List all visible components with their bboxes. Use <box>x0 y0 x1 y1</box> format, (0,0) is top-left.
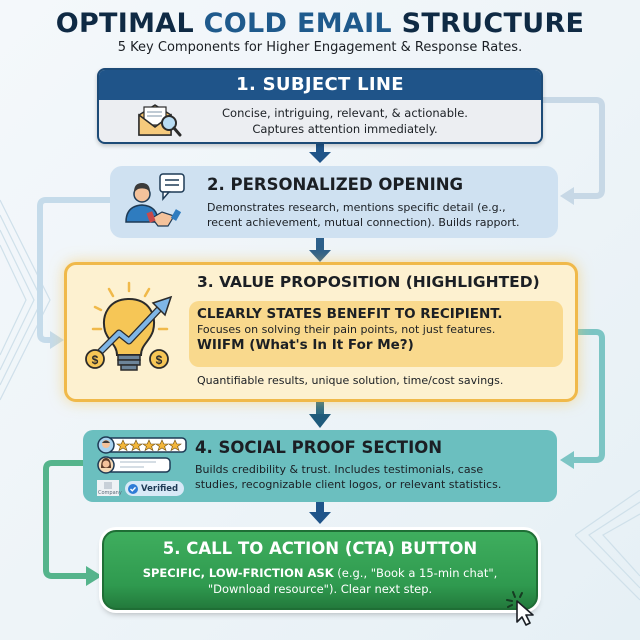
svg-text:$: $ <box>92 353 99 367</box>
step-title: 3. VALUE PROPOSITION (HIGHLIGHTED) <box>197 273 540 291</box>
step-call-to-action-button[interactable]: 5. CALL TO ACTION (CTA) BUTTON SPECIFIC,… <box>102 530 538 610</box>
step-description-line1: Demonstrates research, mentions specific… <box>207 201 506 214</box>
step-footer: Quantifiable results, unique solution, t… <box>197 374 504 387</box>
envelope-magnifier-icon <box>138 104 182 137</box>
person-handshake-chat-icon <box>125 173 185 227</box>
step-description-line1: SPECIFIC, LOW-FRICTION ASK (e.g., "Book … <box>142 566 498 580</box>
step-title: 4. SOCIAL PROOF SECTION <box>195 438 443 457</box>
step-description-line1: Concise, intriguing, relevant, & actiona… <box>222 106 468 120</box>
step-subject-line: 1. SUBJECT LINE Concise, intriguing, rel… <box>97 68 543 144</box>
highlight-text: Focuses on solving their pain points, no… <box>197 323 496 336</box>
value-highlight-panel: CLEARLY STATES BENEFIT TO RECIPIENT. Foc… <box>189 301 563 367</box>
step-social-proof: Company Verified 4. SOCIAL PROOF SECTION… <box>83 430 557 502</box>
badge-verified: Verified <box>125 481 185 496</box>
title-accent: COLD EMAIL <box>203 8 392 39</box>
step-personalized-opening: 2. PERSONALIZED OPENING Demonstrates res… <box>110 166 558 238</box>
lightbulb-growth-dollar-icon: $ $ <box>85 281 173 371</box>
step-description-line2: "Download resource"). Clear next step. <box>207 582 433 596</box>
page-title: OPTIMAL COLD EMAIL STRUCTURE <box>55 8 585 39</box>
step-title: 5. CALL TO ACTION (CTA) BUTTON <box>162 539 478 558</box>
step-description-line1: Builds credibility & trust. Includes tes… <box>195 463 484 476</box>
check-circle-icon <box>128 483 138 494</box>
step-value-proposition: $ $ 3. VALUE PROPOSITION (HIGHLIGHTED) C… <box>64 262 578 402</box>
background-chevron-pattern-right <box>575 490 640 601</box>
step-description-line2: recent achievement, mutual connection). … <box>207 216 520 229</box>
step-title: 1. SUBJECT LINE <box>99 70 541 100</box>
badge-company: Company <box>98 490 122 496</box>
testimonials-rating-icon <box>97 436 187 496</box>
step-description-line2: studies, recognizable client logos, or r… <box>195 478 502 491</box>
highlight-wiifm: WIIFM (What's In It For Me?) <box>197 337 414 353</box>
step-description-line2: Captures attention immediately. <box>252 122 438 136</box>
step-title: 2. PERSONALIZED OPENING <box>207 175 464 194</box>
svg-text:$: $ <box>156 353 163 367</box>
page-subtitle: 5 Key Components for Higher Engagement &… <box>117 40 523 55</box>
highlight-heading: CLEARLY STATES BENEFIT TO RECIPIENT. <box>197 306 503 322</box>
cursor-click-icon <box>506 591 534 626</box>
